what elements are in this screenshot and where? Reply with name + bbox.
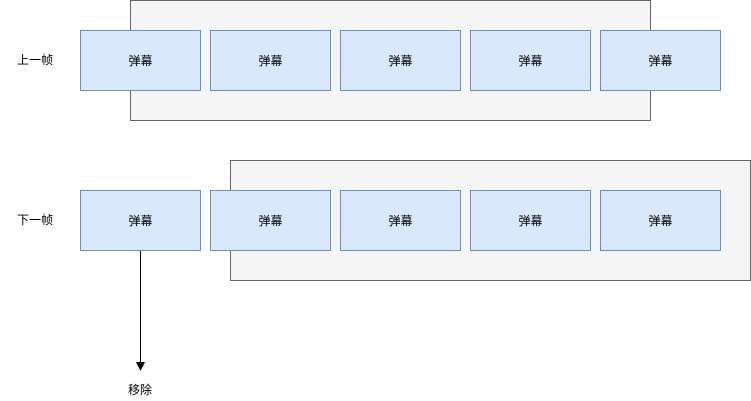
danmaku-box: 弹幕 [470,30,591,91]
danmaku-box: 弹幕 [210,30,331,91]
danmaku-box: 弹幕 [210,190,331,251]
remove-label: 移除 [127,383,152,397]
prev-frame-label: 上一帧 [16,53,53,67]
danmaku-label: 弹幕 [388,54,413,68]
danmaku-box: 弹幕 [340,190,461,251]
danmaku-label: 弹幕 [518,54,543,68]
danmaku-label: 弹幕 [648,54,673,68]
danmaku-box: 弹幕 [340,30,461,91]
danmaku-box: 弹幕 [470,190,591,251]
next-frame-label: 下一帧 [16,213,53,227]
danmaku-label: 弹幕 [388,214,413,228]
danmaku-box: 弹幕 [600,30,721,91]
danmaku-label: 弹幕 [648,214,673,228]
danmaku-label: 弹幕 [128,54,153,68]
danmaku-box: 弹幕 [600,190,721,251]
danmaku-label: 弹幕 [128,214,153,228]
danmaku-box-removed: 弹幕 [80,190,201,251]
danmaku-label: 弹幕 [518,214,543,228]
danmaku-box: 弹幕 [80,30,201,91]
danmaku-label: 弹幕 [258,214,283,228]
danmaku-label: 弹幕 [258,54,283,68]
